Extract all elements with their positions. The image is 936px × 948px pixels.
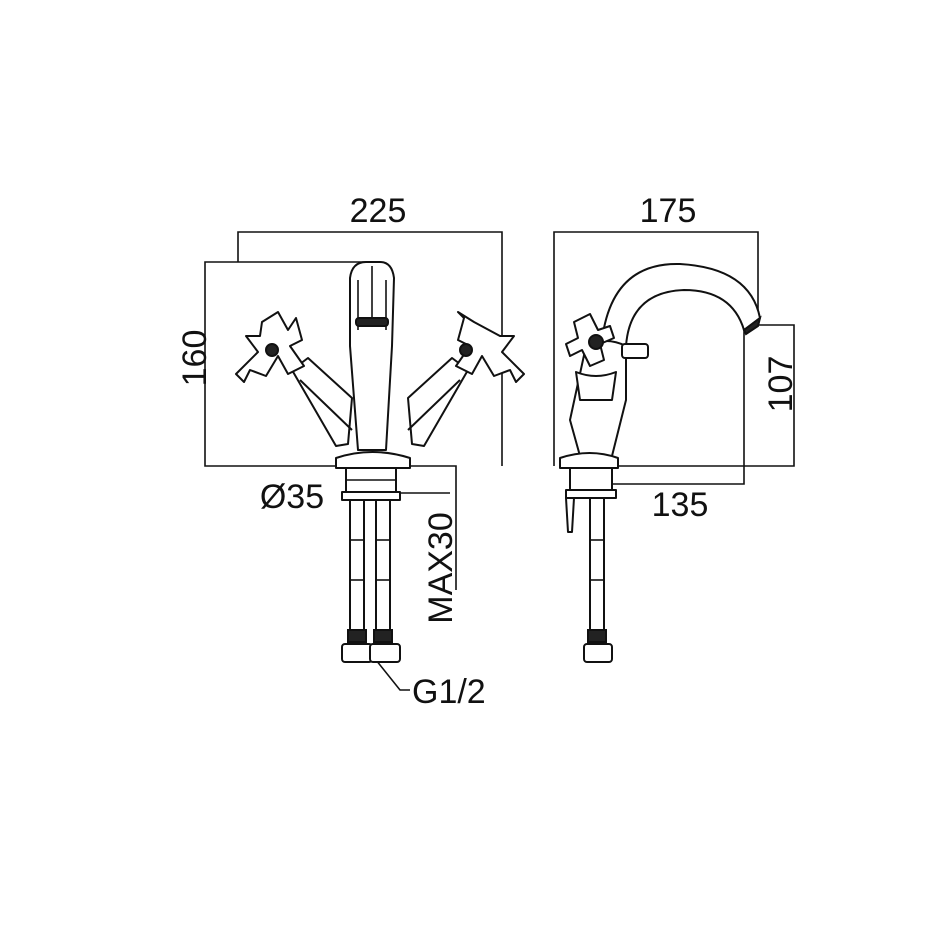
side-valve-stem: [621, 343, 649, 359]
side-spout-tip: [742, 315, 762, 336]
height-dimension: 160: [176, 261, 366, 467]
connection-leader: G1/2: [375, 659, 486, 711]
projection-dimension: 175: [553, 192, 759, 466]
side-hose-nut: [583, 643, 613, 663]
front-base-flange: [335, 451, 411, 469]
left-hose-crimp: [347, 629, 367, 643]
side-hose-crimp: [587, 629, 607, 643]
side-handle-cap: [588, 334, 604, 350]
side-base-flange: [559, 452, 619, 469]
reach-label: 135: [652, 486, 709, 524]
projection-dimension-label: 175: [640, 192, 697, 230]
front-view: 225 160 Ø35 MAX30 G1/2: [176, 192, 525, 711]
connection-label: G1/2: [412, 673, 486, 711]
left-hose: [349, 499, 365, 639]
max-deck-label: MAX30: [422, 512, 460, 624]
front-faucet: [235, 261, 525, 663]
right-handle-cap: [459, 343, 473, 357]
left-valve-detail: [299, 379, 353, 431]
side-base-collar: [569, 467, 613, 493]
side-valve-collar: [575, 371, 617, 401]
front-spout: [349, 261, 395, 451]
left-handle-cap: [265, 343, 279, 357]
side-faucet: [559, 262, 762, 663]
width-dimension-label: 225: [350, 192, 407, 230]
front-base-collar: [345, 467, 397, 495]
front-supply-hoses: [341, 499, 401, 663]
max-deck-dimension: MAX30: [398, 465, 460, 624]
base-diameter-label: Ø35: [260, 478, 324, 516]
right-hose-nut: [369, 643, 401, 663]
reach-dimension: 135: [605, 325, 745, 524]
side-lock-nut: [565, 489, 617, 499]
spout-height-label: 107: [762, 356, 800, 413]
front-lock-nut: [341, 491, 401, 501]
left-hose-nut: [341, 643, 373, 663]
side-spout: [601, 262, 761, 347]
right-valve-detail: [407, 379, 461, 431]
right-cross-handle: [455, 311, 525, 383]
right-hose-crimp: [373, 629, 393, 643]
popup-rod: [565, 497, 575, 533]
spout-aerator: [355, 317, 389, 327]
spout-height-dimension: 107: [618, 324, 800, 467]
side-view: 175 107 135: [553, 192, 800, 663]
side-hose: [589, 497, 605, 639]
right-hose: [375, 499, 391, 639]
height-dimension-label: 160: [176, 330, 214, 387]
